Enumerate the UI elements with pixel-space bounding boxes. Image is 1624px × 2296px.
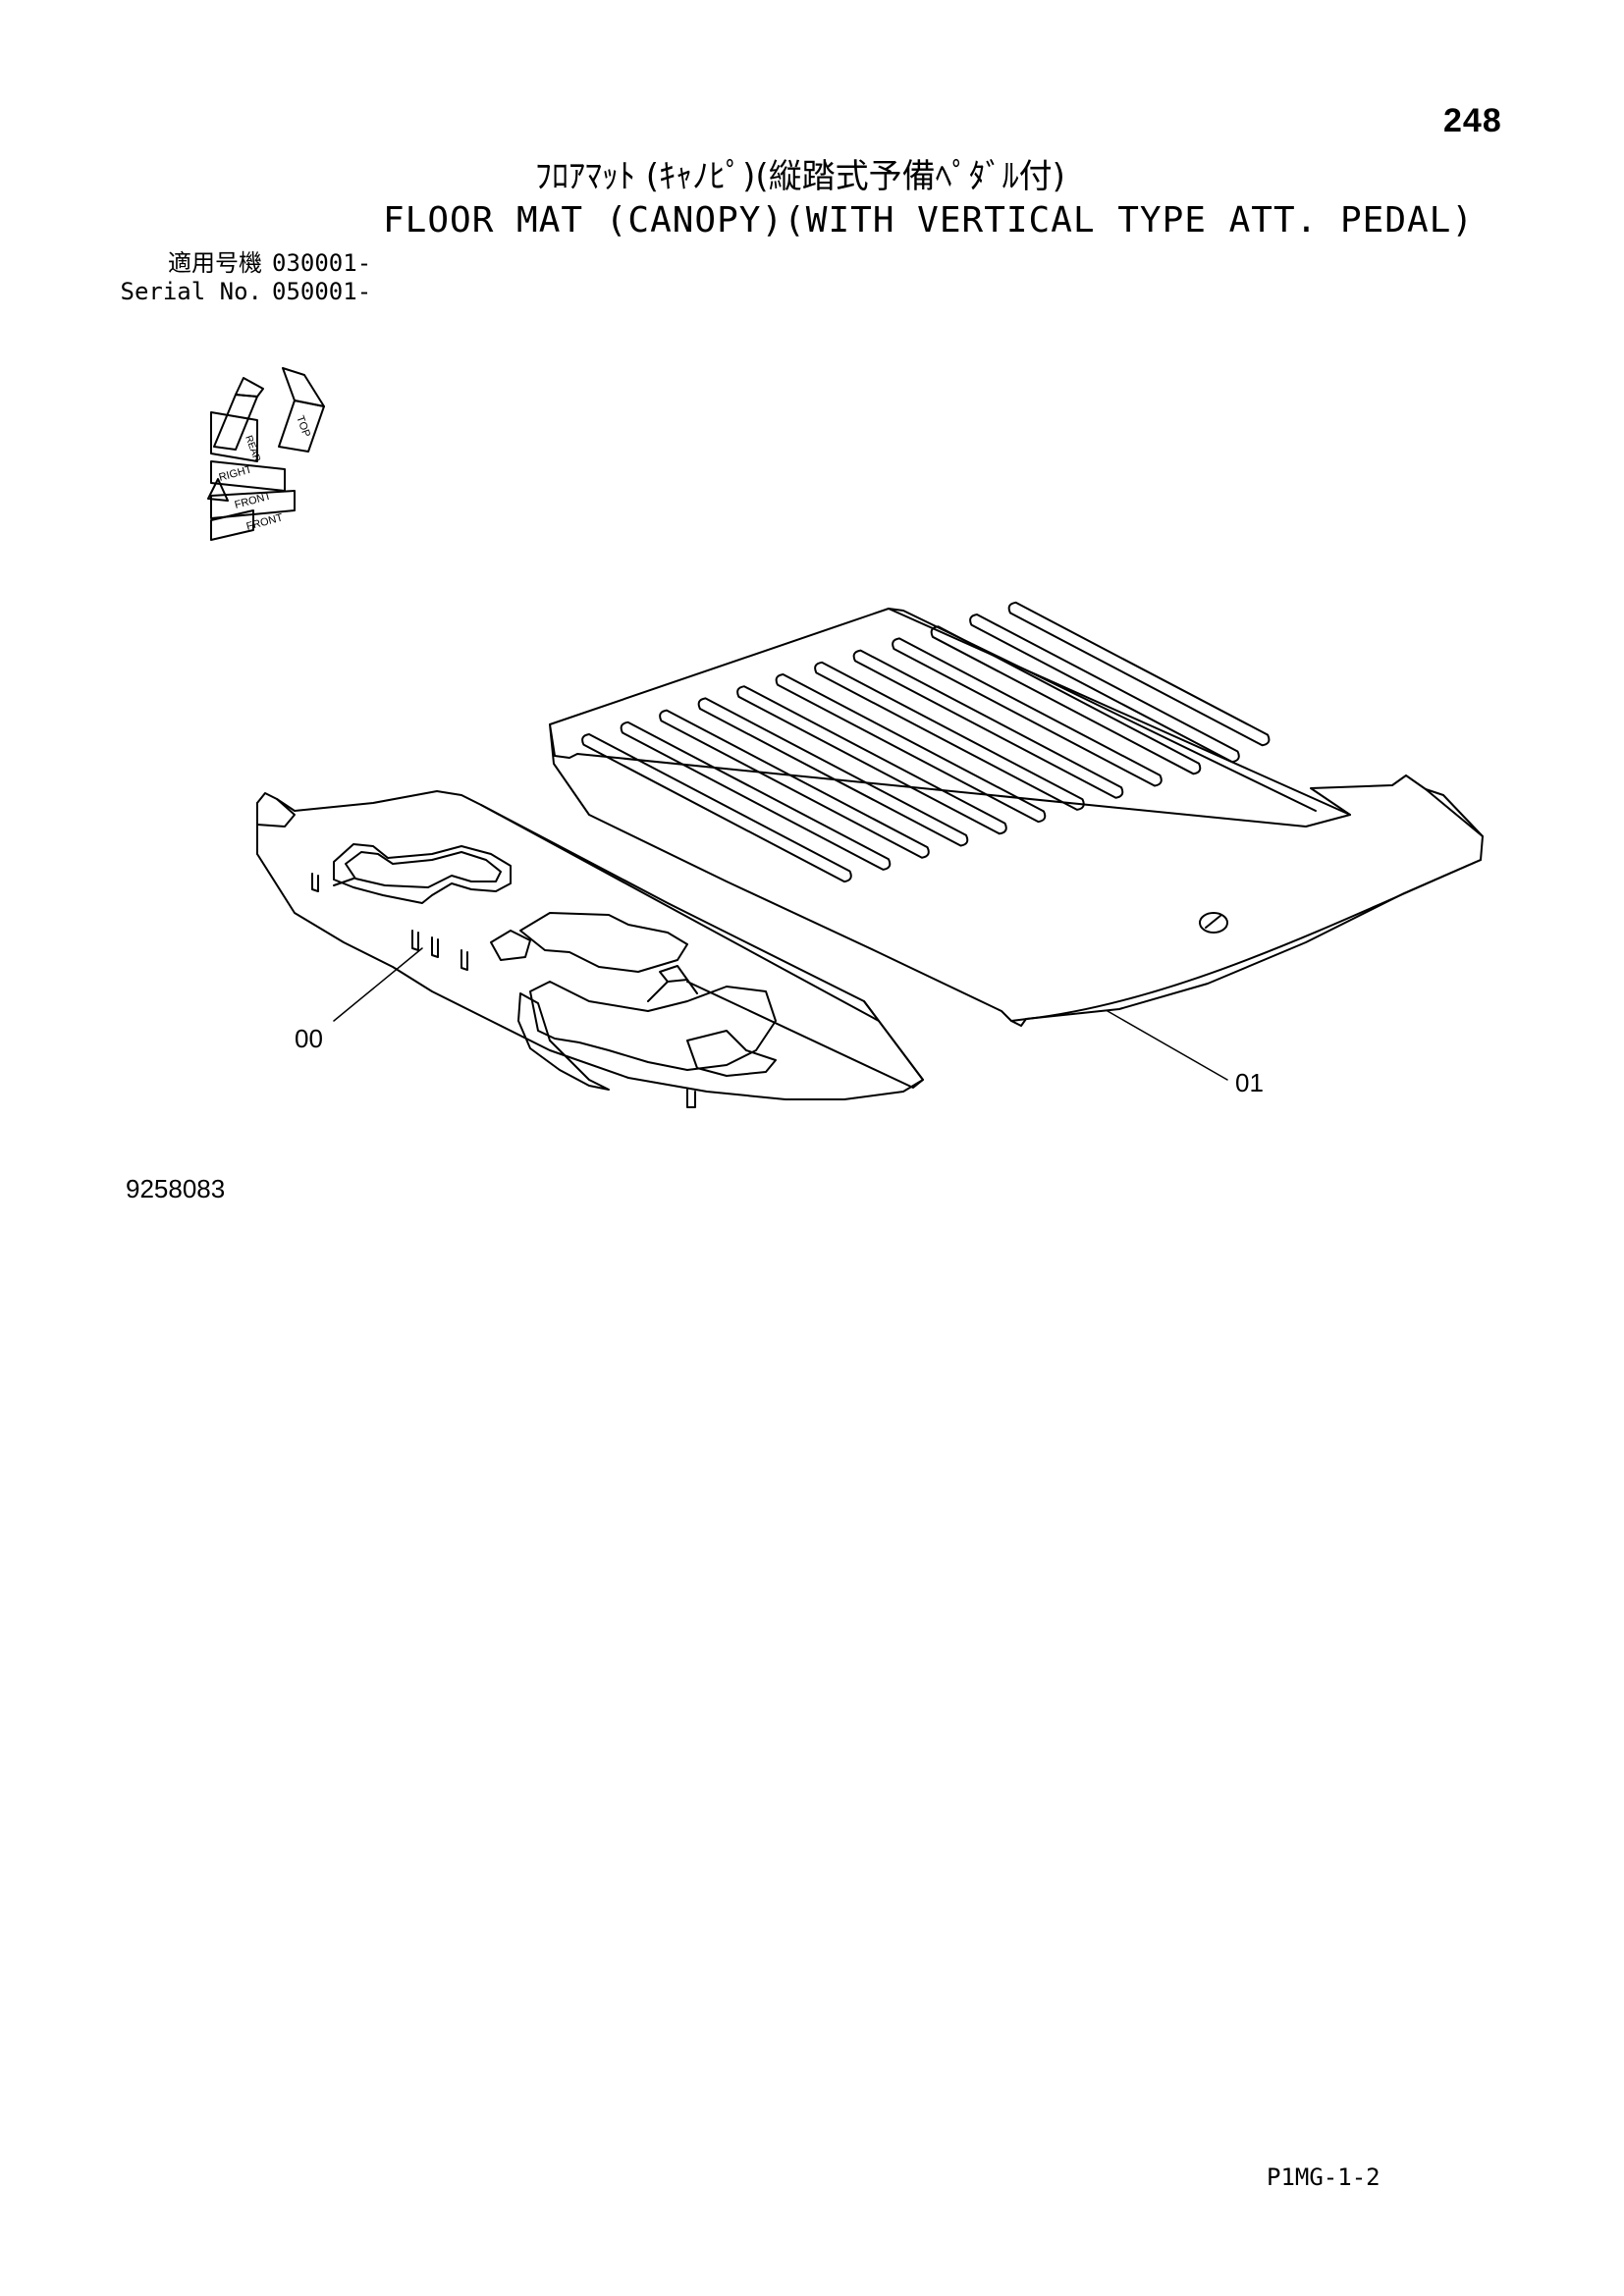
floor-mat-rib [581,733,852,883]
page-number: 248 [1443,102,1502,139]
serial-value: 030001- [272,249,372,277]
floor-mat-rib [736,685,1007,835]
floor-mat-rib [1007,601,1271,747]
callout-01: 01 [1235,1068,1264,1097]
orientation-label: RIGHT [218,463,253,484]
orientation-icon: REAR TOP RIGHT FRONT FRONT [207,367,325,541]
serial-value: 050001- [272,278,372,305]
serial-row: 適用号機 030001- [115,249,371,278]
title-english: FLOOR MAT (CANOPY)(WITH VERTICAL TYPE AT… [383,200,1475,240]
leader-lines [333,947,1228,1081]
floor-mat-rib [620,721,892,871]
leader-line-00 [333,947,423,1022]
floor-mat-rib [814,661,1085,811]
floor-mat-rib [930,625,1202,775]
floor-mat-rib [852,649,1124,799]
floor-mat-rib [659,709,930,859]
serial-label: 適用号機 [168,249,262,277]
title-japanese: ﾌﾛｱﾏｯﾄ (ｷｬﾉﾋﾟ)(縦踏式予備ﾍﾟﾀﾞﾙ付) [535,157,1065,196]
orientation-label: TOP [294,414,312,439]
floor-mat-rib [775,673,1047,824]
floor-mat-rib [697,697,969,847]
page-code: P1MG-1-2 [1267,2163,1380,2191]
pedal-base-frame-part [256,790,924,1108]
floor-mat-rib [892,637,1163,787]
callout-00: 00 [295,1024,323,1053]
serial-number-block: 適用号機 030001- Serial No. 050001- [115,249,372,306]
serial-row: Serial No. 050001- [115,278,372,306]
drawing-number: 9258083 [126,1174,226,1203]
floor-mat-ribs [581,601,1271,883]
floor-mat-part [549,601,1484,1027]
leader-line-01 [1107,1010,1228,1081]
floor-mat-rib [969,614,1240,764]
serial-label: Serial No. [120,278,263,305]
